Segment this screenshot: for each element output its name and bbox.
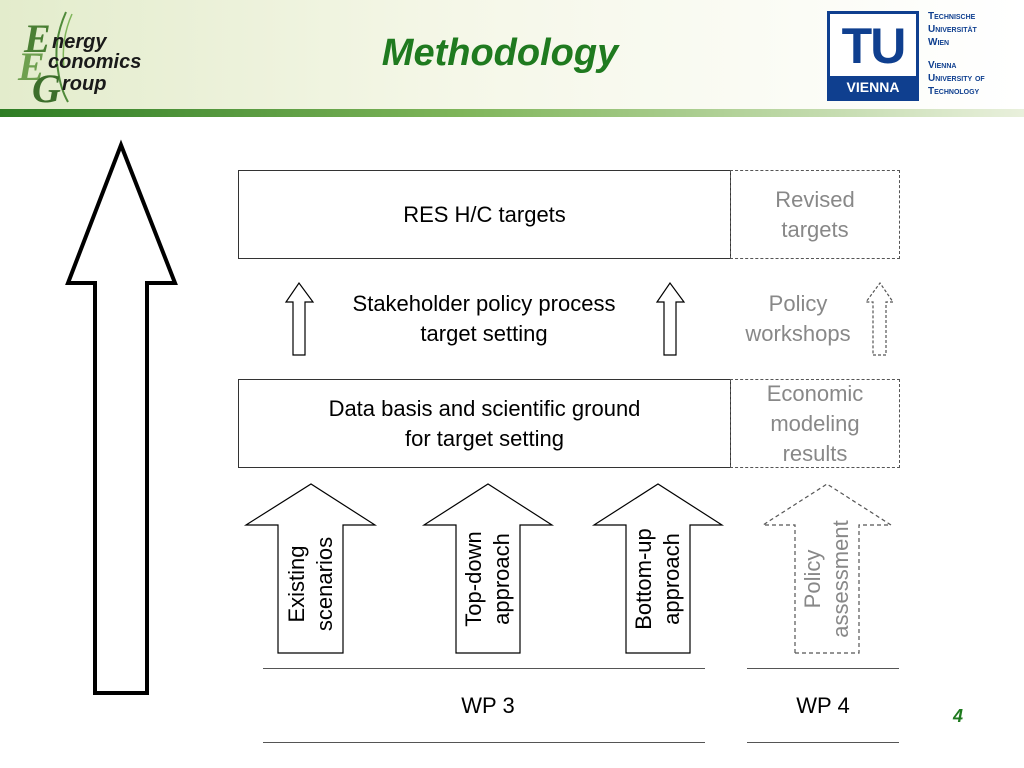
arrow-label-policy: Policy assessment [800, 520, 853, 638]
economic-modeling-box: Economic modeling results [730, 379, 900, 468]
wp4-label: WP 4 [796, 693, 850, 718]
tu-line: University of [928, 73, 985, 84]
eeg-e2: E [17, 44, 45, 89]
small-up-arrow-dashed [864, 281, 895, 356]
eeg-line1: nergy [52, 31, 107, 53]
wp4-top-line [747, 668, 899, 669]
input-arrow-existing [243, 483, 378, 654]
input-arrow-topdown [421, 483, 555, 654]
arrow-label-bottomup: Bottom-up approach [631, 528, 684, 630]
tu-line: Vienna [928, 60, 957, 71]
eeg-e1: E [23, 16, 51, 61]
wp3-top-line [263, 668, 705, 669]
data-basis-box: Data basis and scientific ground for tar… [238, 379, 731, 468]
revised-targets-label: Revised targets [775, 187, 855, 242]
arrow-label-existing: Existing scenarios [284, 536, 337, 632]
header-divider [0, 109, 1024, 117]
res-targets-label: RES H/C targets [403, 201, 566, 227]
arrow-label-topdown: Top-down approach [461, 531, 514, 627]
input-arrow-policy [760, 483, 894, 654]
big-up-arrow [65, 139, 178, 695]
eeg-line2: conomics [48, 51, 141, 73]
small-up-arrow-right [655, 281, 686, 356]
tu-vienna-logo: TU VIENNA [827, 11, 919, 101]
wp3-bottom-line [263, 742, 705, 743]
tu-logo-letters: TU [841, 18, 907, 74]
tu-line: Universität [928, 24, 977, 35]
stakeholder-process-label: Stakeholder policy process target settin… [352, 291, 616, 346]
eeg-logo: E E G nergy conomics roup [14, 10, 174, 111]
input-arrow-bottomup [591, 483, 725, 654]
wp3-label: WP 3 [461, 693, 515, 718]
policy-workshops-label: Policy workshops [745, 291, 851, 346]
page-number: 4 [952, 706, 963, 726]
eeg-line3: roup [62, 73, 106, 95]
eeg-g: G [32, 66, 61, 105]
tu-line: Technology [928, 86, 980, 97]
tu-line: Technische [928, 11, 976, 22]
wp4-bottom-line [747, 742, 899, 743]
page-title: Methodology [381, 32, 619, 74]
tu-logo-vienna: VIENNA [830, 76, 916, 98]
revised-targets-box: Revised targets [730, 170, 900, 259]
small-up-arrow-left [284, 281, 315, 356]
tu-university-name: Technische Universität Wien Vienna Unive… [928, 10, 1020, 98]
res-targets-box: RES H/C targets [238, 170, 731, 259]
economic-modeling-label: Economic modeling results [766, 381, 864, 466]
data-basis-label: Data basis and scientific ground for tar… [328, 395, 641, 451]
tu-line: Wien [928, 37, 950, 48]
